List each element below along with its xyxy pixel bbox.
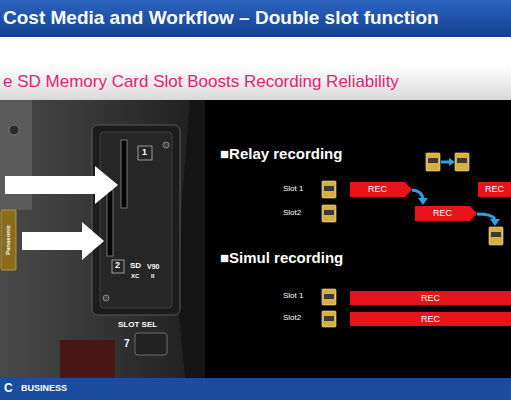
sd-logo: SD [130,262,141,271]
rec-bar: REC [350,291,511,305]
sd-logo: II [151,273,154,280]
brand-fragment: C [4,382,13,395]
rec-label: REC [368,185,387,194]
sd-logo: XC [131,273,139,280]
rec-label: REC [433,209,452,218]
rec-label: REC [485,185,504,194]
button-number: 7 [124,338,130,349]
rec-bar: REC [350,182,412,197]
sd-logo: V90 [147,263,159,271]
footer-text: BUSINESS [21,384,67,394]
slot-label: Slot2 [283,209,301,218]
slot-number: 2 [115,261,120,271]
subtitle: e SD Memory Card Slot Boosts Recording R… [3,73,399,92]
section-heading: ■Simul recording [220,250,343,267]
rec-label: REC [421,294,440,303]
slot-label: Slot 1 [283,185,303,194]
rec-label: REC [421,315,440,324]
card-brand: Panasonic [5,225,12,255]
rec-bar: REC [415,206,477,221]
rec-bar: REC [350,312,511,326]
rec-bar: REC [478,182,511,197]
slot-label: Slot2 [283,314,301,323]
slot-number: 1 [142,148,147,158]
button-label: SLOT SEL [118,321,157,330]
slide-title: Cost Media and Workflow – Double slot fu… [3,8,439,29]
section-heading: ■Relay recording [220,146,342,163]
slot-label: Slot 1 [283,292,303,301]
